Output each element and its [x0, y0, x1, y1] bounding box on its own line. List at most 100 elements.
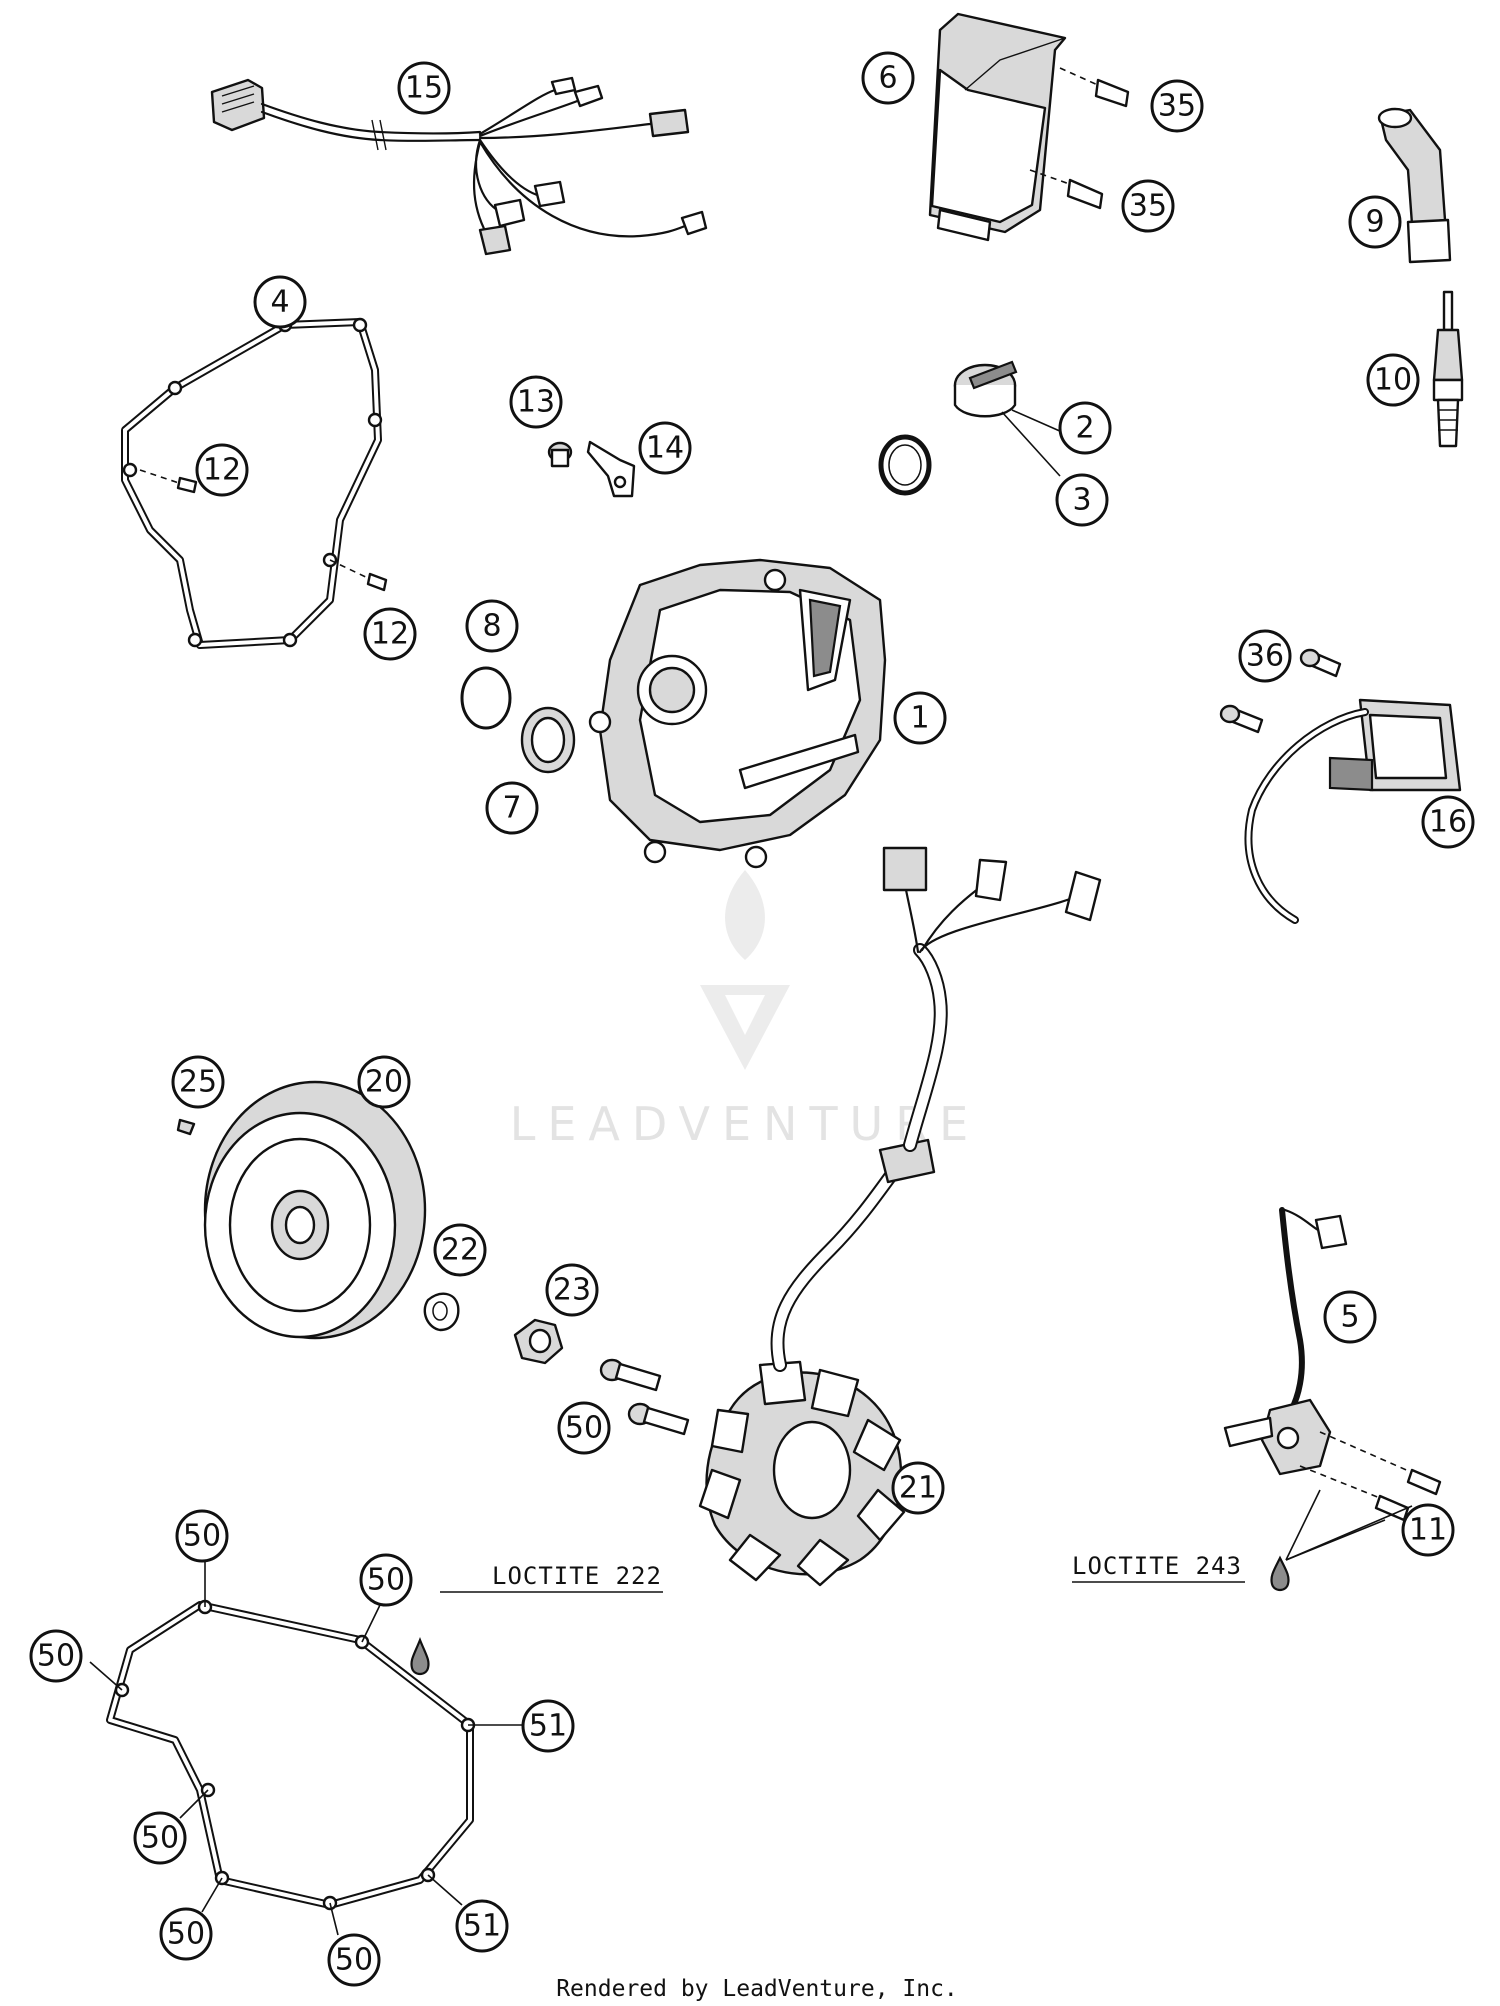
callout-4: 4 [253, 275, 307, 329]
svg-text:20: 20 [365, 1065, 403, 1100]
callout-50-bolts: 50 [557, 1401, 611, 1455]
callout-25: 25 [171, 1055, 225, 1109]
svg-text:21: 21 [899, 1471, 937, 1506]
callout-23: 23 [545, 1263, 599, 1317]
svg-text:1: 1 [910, 701, 929, 736]
pulse-generator [1223, 1207, 1442, 1522]
callout-3: 3 [1055, 473, 1109, 527]
spark-plug [1432, 290, 1464, 448]
svg-text:16: 16 [1429, 805, 1467, 840]
callout-9: 9 [1348, 195, 1402, 249]
svg-text:25: 25 [179, 1065, 217, 1100]
svg-text:35: 35 [1158, 89, 1196, 124]
svg-text:15: 15 [405, 71, 443, 106]
callout-16: 16 [1421, 795, 1475, 849]
callout-20: 20 [357, 1055, 411, 1109]
ignition-cover-gasket [121, 317, 383, 649]
callout-50-b: 50 [359, 1553, 413, 1607]
loctite-drop-222 [410, 1637, 430, 1676]
callout-50-e: 50 [159, 1907, 213, 1961]
shaft-seal [520, 706, 576, 774]
svg-text:35: 35 [1129, 189, 1167, 224]
svg-text:8: 8 [482, 609, 501, 644]
callout-13: 13 [509, 375, 563, 429]
flywheel [203, 1080, 427, 1340]
svg-text:50: 50 [335, 1943, 373, 1978]
svg-text:6: 6 [878, 61, 897, 96]
loctite-222-note: LOCTITE 222 [492, 1562, 662, 1590]
svg-text:12: 12 [371, 617, 409, 652]
svg-text:50: 50 [367, 1563, 405, 1598]
stator-assembly [698, 846, 1102, 1587]
leadventure-watermark: LEADVENTURE [510, 870, 981, 1151]
svg-text:7: 7 [502, 791, 521, 826]
callout-36: 36 [1238, 629, 1292, 683]
svg-text:50: 50 [183, 1519, 221, 1554]
callout-1: 1 [893, 691, 947, 745]
svg-text:51: 51 [463, 1909, 501, 1944]
o-ring [878, 434, 932, 496]
svg-text:2: 2 [1075, 411, 1094, 446]
loctite-243-note: LOCTITE 243 [1072, 1552, 1242, 1580]
footer-credit: Rendered by LeadVenture, Inc. [556, 1976, 958, 2002]
callout-8: 8 [465, 599, 519, 653]
ignition-cover [588, 558, 887, 869]
ignition-coil [1244, 698, 1462, 924]
callout-35-upper: 35 [1150, 79, 1204, 133]
svg-text:3: 3 [1072, 483, 1091, 518]
svg-text:36: 36 [1246, 639, 1284, 674]
callout-50-c: 50 [29, 1629, 83, 1683]
callout-5: 5 [1323, 1290, 1377, 1344]
callout-12-lower: 12 [363, 607, 417, 661]
spark-plug-cap [1377, 107, 1452, 264]
leader-3 [1001, 411, 1061, 477]
svg-text:12: 12 [203, 453, 241, 488]
callout-50-d: 50 [133, 1811, 187, 1865]
svg-text:14: 14 [646, 431, 684, 466]
cdi-unit [928, 12, 1130, 242]
stator-bolts [599, 1358, 690, 1436]
callout-7: 7 [485, 781, 539, 835]
wiring-harness [210, 76, 708, 256]
callout-51-lower: 51 [455, 1899, 509, 1953]
callout-51-upper: 51 [521, 1699, 575, 1753]
callout-2: 2 [1058, 401, 1112, 455]
callout-10: 10 [1366, 353, 1420, 407]
cover-plug [953, 360, 1018, 418]
callout-6: 6 [861, 51, 915, 105]
svg-text:51: 51 [529, 1709, 567, 1744]
dowel-pins [139, 469, 388, 592]
svg-text:9: 9 [1365, 205, 1384, 240]
callout-12-upper: 12 [195, 443, 249, 497]
flywheel-nut [513, 1318, 564, 1365]
svg-text:50: 50 [141, 1821, 179, 1856]
screw-and-clamp [547, 440, 636, 498]
svg-text:13: 13 [517, 385, 555, 420]
woodruff-key [176, 1118, 196, 1136]
svg-text:23: 23 [553, 1273, 591, 1308]
callout-15: 15 [397, 61, 451, 115]
callout-21: 21 [891, 1461, 945, 1515]
callout-22: 22 [433, 1223, 487, 1277]
svg-text:22: 22 [441, 1233, 479, 1268]
svg-text:5: 5 [1340, 1300, 1359, 1335]
svg-text:4: 4 [270, 285, 289, 320]
callout-11: 11 [1401, 1503, 1455, 1557]
svg-text:11: 11 [1409, 1513, 1447, 1548]
callout-14: 14 [638, 421, 692, 475]
callout-50-f: 50 [327, 1933, 381, 1987]
flywheel-washer [423, 1292, 460, 1332]
coil-bolts [1219, 648, 1342, 734]
loctite-drop-243 [1270, 1555, 1290, 1592]
svg-text:10: 10 [1374, 363, 1412, 398]
callout-50-a: 50 [175, 1509, 229, 1563]
svg-text:50: 50 [565, 1411, 603, 1446]
svg-text:50: 50 [167, 1917, 205, 1952]
watermark-text: LEADVENTURE [510, 1097, 981, 1151]
leader-lines [89, 1489, 1413, 1936]
leader-2 [1011, 409, 1063, 433]
retaining-ring [460, 666, 512, 730]
callout-35-lower: 35 [1121, 179, 1175, 233]
